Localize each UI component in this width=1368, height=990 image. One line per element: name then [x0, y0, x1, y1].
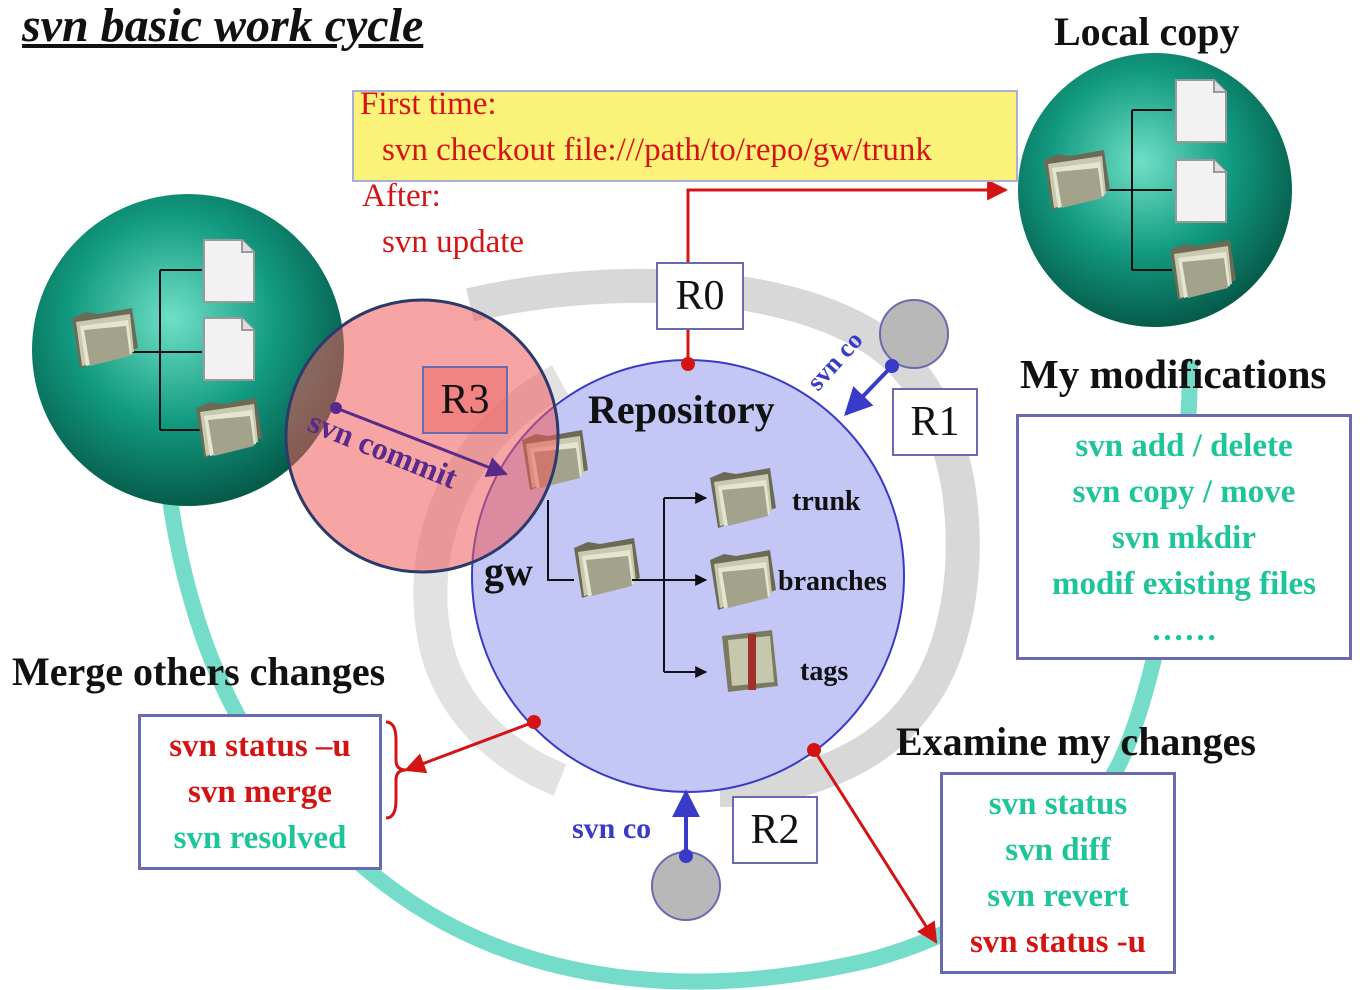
examine-status-u: svn status -u	[969, 924, 1147, 960]
other-user-circle-top	[879, 299, 949, 369]
svn-commit-arrow	[335, 406, 508, 477]
after-label: After:	[362, 178, 441, 214]
merge-box: svn status –u svn merge svn resolved	[138, 714, 382, 870]
mod-copy-move: svn copy / move	[1072, 474, 1296, 510]
examine-status: svn status	[988, 786, 1128, 822]
my-modifications-heading: My modifications	[1020, 351, 1327, 397]
merge-resolved: svn resolved	[173, 820, 347, 856]
svn-co-label-bottom: svn co	[572, 812, 652, 845]
branches-label: branches	[778, 566, 887, 597]
examine-arrow	[812, 749, 938, 944]
merge-merge: svn merge	[188, 774, 332, 810]
gw-label: gw	[484, 549, 533, 594]
tags-label: tags	[800, 656, 849, 687]
revision-r3: R3	[422, 366, 508, 434]
revision-r2: R2	[732, 796, 818, 864]
update-command: svn update	[382, 224, 525, 260]
revision-r0: R0	[656, 262, 744, 330]
page-title: svn basic work cycle	[22, 0, 424, 52]
left-globe-tree	[72, 239, 262, 458]
examine-diff: svn diff	[1005, 832, 1111, 868]
examine-heading: Examine my changes	[896, 719, 1256, 764]
first-time-note	[352, 90, 1018, 182]
mod-ellipsis: ……	[1151, 612, 1217, 648]
mod-existing-files: modif existing files	[1052, 566, 1316, 602]
merge-others-heading: Merge others changes	[12, 649, 386, 694]
examine-box: svn status svn diff svn revert svn statu…	[940, 772, 1176, 974]
merge-status-u: svn status –u	[169, 728, 351, 764]
svn-co-arrow-top	[844, 364, 894, 417]
first-time-label: First time:	[360, 86, 497, 122]
left-working-copy-globe	[32, 194, 344, 506]
repository-label: Repository	[588, 387, 775, 432]
repository-tree	[522, 430, 778, 692]
merge-brace	[385, 720, 407, 820]
right-globe-tree	[1044, 79, 1236, 300]
examine-revert: svn revert	[987, 878, 1129, 914]
revision-r1: R1	[892, 388, 978, 456]
checkout-command: svn checkout file:///path/to/repo/gw/tru…	[382, 132, 932, 168]
trunk-label: trunk	[792, 486, 861, 517]
mod-add-delete: svn add / delete	[1075, 428, 1293, 464]
merge-arrow	[404, 720, 535, 774]
local-copy-heading: Local copy	[1054, 9, 1240, 54]
mod-mkdir: svn mkdir	[1112, 520, 1256, 556]
modifications-box: svn add / delete svn copy / move svn mkd…	[1016, 414, 1352, 660]
